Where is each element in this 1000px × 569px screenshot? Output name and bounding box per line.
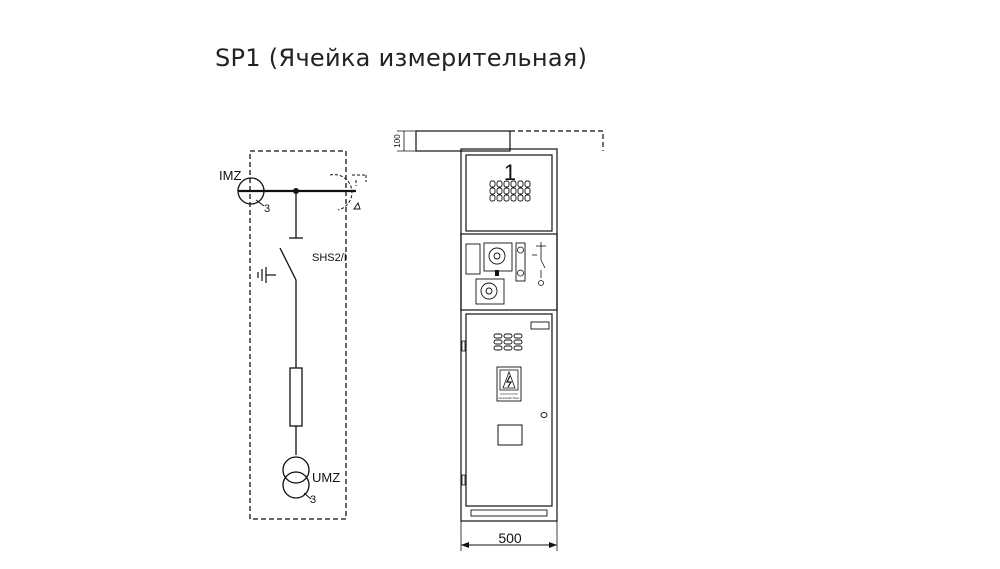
warning-caption: Не влезай! Убьет: [499, 396, 521, 400]
cabinet-body: [460, 148, 558, 522]
earthing-symbol: [257, 267, 276, 283]
door-hinge-upper: [461, 340, 466, 352]
umz-voltage-transformer-primary: [282, 456, 310, 484]
section-number: 1: [504, 160, 516, 185]
umz-voltage-transformer-secondary: [282, 471, 310, 499]
door-handle[interactable]: [540, 412, 548, 418]
inspection-window: [497, 424, 523, 446]
label-umz-count: 3: [310, 494, 316, 506]
cabinet-plinth: [470, 509, 548, 517]
cabinet-top-box: [415, 130, 511, 152]
adjacent-top-outline: [510, 130, 604, 151]
fuse: [289, 367, 303, 427]
label-imz: IMZ: [219, 168, 241, 183]
warning-sign: [496, 366, 522, 402]
label-imz-count: 3: [264, 203, 270, 215]
label-shs: SHS2/I: [312, 252, 347, 264]
page-title: SP1 (Ячейка измерительная): [215, 44, 588, 72]
terminal-block: [489, 180, 531, 202]
dimension-width-label: 500: [498, 530, 522, 546]
mechanism-dial-lower: [480, 282, 498, 300]
cable-compartment-door[interactable]: [465, 313, 553, 507]
ventilation-slots: [493, 333, 523, 351]
mechanism-dial-upper: [488, 247, 506, 265]
relay-compartment: [465, 154, 553, 232]
dimension-top-label: 100: [393, 134, 402, 148]
mimic-diagram: [532, 242, 546, 286]
cabinet-front-view: [397, 130, 604, 551]
door-hinge-lower: [461, 474, 466, 486]
operating-panel: [460, 233, 558, 311]
optional-earth-mark: [353, 201, 361, 210]
optional-connection: [329, 174, 367, 211]
lightning-icon: [502, 370, 516, 389]
label-umz: UMZ: [312, 470, 340, 485]
disconnector-blade: [279, 247, 297, 281]
single-line-diagram: [237, 150, 367, 520]
schematic-enclosure: [249, 150, 347, 520]
